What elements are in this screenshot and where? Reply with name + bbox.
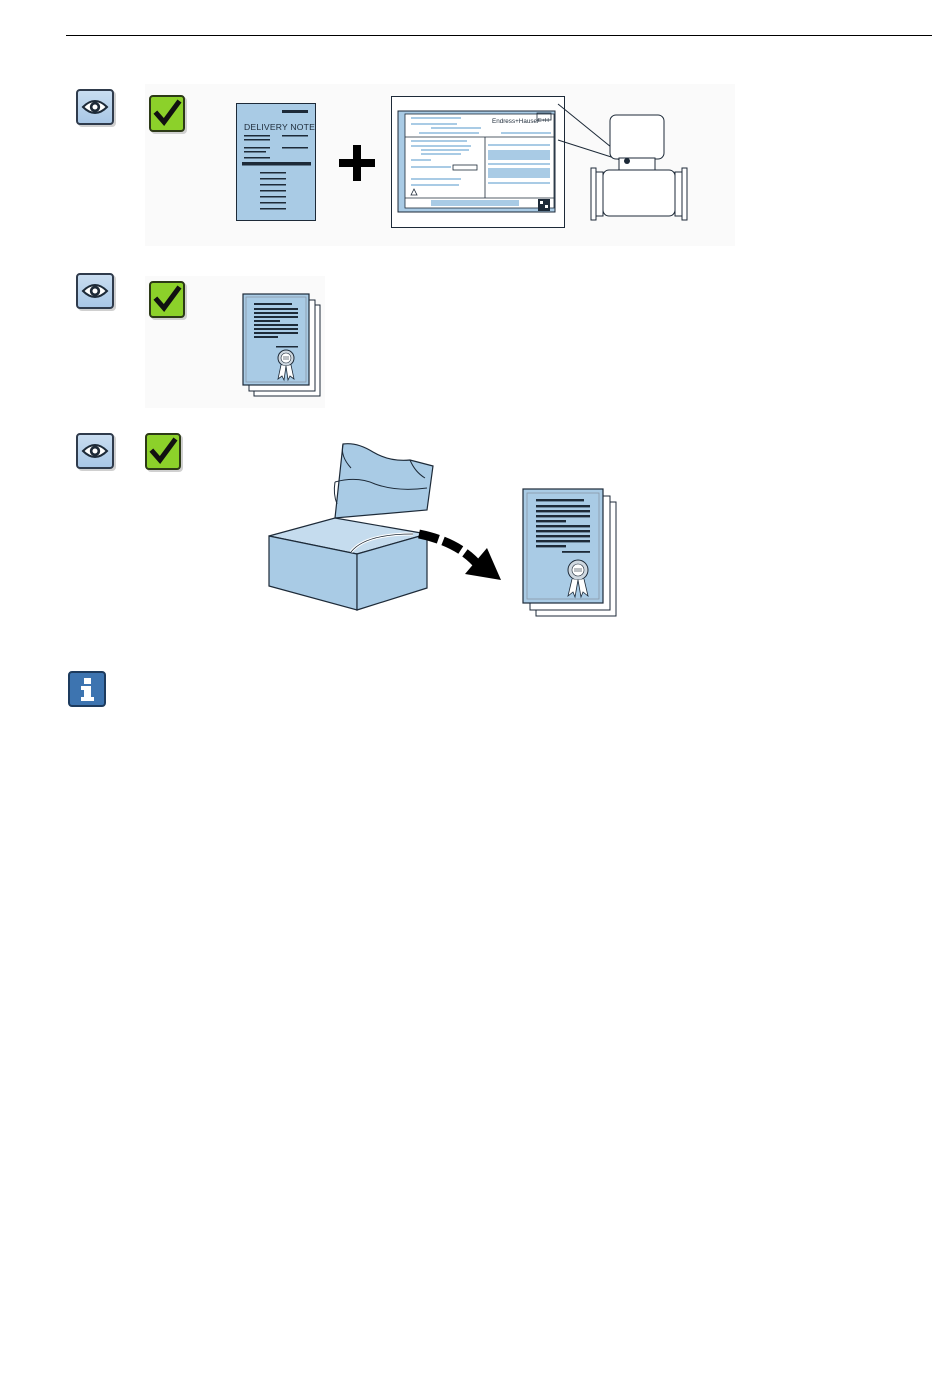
open-box-illustration [265, 438, 510, 613]
certificate-stack-illustration [242, 293, 322, 398]
checkmark-icon [145, 433, 181, 470]
delivery-note-title: DELIVERY NOTE [244, 122, 315, 132]
nameplate-logo: E+H [538, 118, 549, 124]
nameplate-brand: Endress+Hauser [492, 118, 539, 125]
nameplate-illustration: Endress+Hauser E+H [391, 96, 565, 228]
checkmark-icon [149, 95, 185, 132]
checkmark-icon [149, 281, 185, 318]
document-stack-illustration [522, 488, 618, 618]
delivery-note-illustration: DELIVERY NOTE [236, 103, 316, 221]
header-rule [66, 35, 932, 36]
plus-icon [339, 145, 375, 181]
info-icon [68, 671, 106, 707]
eye-icon [76, 433, 114, 469]
eye-icon [76, 89, 114, 125]
eye-icon [76, 273, 114, 309]
flowmeter-device-illustration [555, 96, 695, 226]
